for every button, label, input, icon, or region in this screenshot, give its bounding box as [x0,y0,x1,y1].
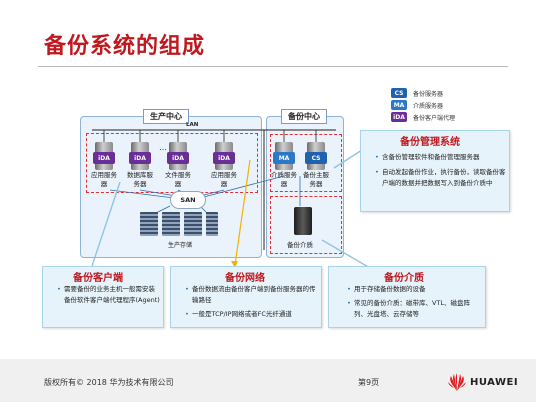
client-pointer [91,181,121,267]
ida-badge-icon: iDA [93,152,115,164]
page-title: 备份系统的组成 [44,34,206,59]
backup-media-label: 备份介质 [287,241,313,249]
copyright-text: 版权所有© 2018 华为技术有限公司 [44,378,174,387]
backup-client-title: 备份客户端 [73,273,123,284]
lan-label: LAN [186,122,199,128]
mgmt-pointer [333,149,363,169]
legend-item-ida: iDA 备份客户端代理 [391,112,455,122]
ellipsis: … [159,143,167,152]
legend-label: 备份服务器 [413,90,444,98]
media-bullet: 常见的备份介质：磁带库、VTL、磁盘阵列、光盘塔、云存储等 [347,298,482,320]
brand-name: HUAWEI [470,377,519,388]
master-server-label: 备份主服务器 [303,171,329,188]
san-link [109,189,175,199]
production-storage-label: 生产存储 [168,242,193,249]
backup-media-group [270,196,342,254]
app-server-label: 应用服务器 [91,171,117,188]
media-server-label: 介质服务器 [271,171,297,188]
footer-bar [0,359,536,402]
media-bullet: 用于存储备份数据的设备 [347,284,482,295]
legend-label: 介质服务器 [413,102,444,110]
storage-array-icon [184,212,202,236]
ma-badge-icon: MA [391,100,407,110]
storage-array-icon [162,212,180,236]
db-server-label: 数据库服务器 [127,171,153,188]
cs-badge-icon: CS [391,88,407,98]
production-center-title: 生产中心 [143,109,189,124]
page-number: 第9页 [358,378,380,387]
ida-badge-icon: iDA [391,112,407,122]
ida-badge-icon: iDA [213,152,235,164]
ida-badge-icon: iDA [129,152,151,164]
storage-array-icon [140,212,158,236]
cs-badge-icon: CS [305,152,327,164]
legend-item-cs: CS 备份服务器 [391,88,443,98]
san-link [199,175,285,199]
ma-badge-icon: MA [273,152,295,164]
backup-mgmt-title: 备份管理系统 [400,137,460,148]
app-server-label: 应用服务器 [211,171,237,188]
network-bullet: 一般是TCP/IP网络或者FC光纤通道 [185,309,318,320]
network-pointer [234,159,251,266]
arrowhead-icon [231,261,238,268]
title-divider [38,66,508,67]
backup-center-title: 备份中心 [281,109,327,124]
media-pointer [321,239,371,269]
mgmt-bullet: 自动发起备份作业，执行备份，读取备份客户端的数据并把数据写入到备份介质中 [375,167,506,189]
backup-network-title: 备份网络 [225,273,265,284]
mgmt-bullet: 含备份管理软件和备份管理服务器 [375,152,506,163]
file-server-label: 文件服务器 [165,171,191,188]
backup-media-title: 备份介质 [384,273,424,284]
client-bullet: 需要备份的业务主机一般需安装备份软件客户端代理程序(Agent) [57,284,160,306]
network-bullet: 备份数据流由备份客户端到备份服务器的传输路径 [185,284,318,306]
huawei-logo-icon [448,373,466,391]
ida-badge-icon: iDA [167,152,189,164]
legend-label: 备份客户端代理 [413,114,456,122]
tape-library-icon [294,207,312,235]
storage-array-icon [206,212,218,236]
san-cloud-icon: SAN [170,191,206,209]
legend-item-ma: MA 介质服务器 [391,100,443,110]
